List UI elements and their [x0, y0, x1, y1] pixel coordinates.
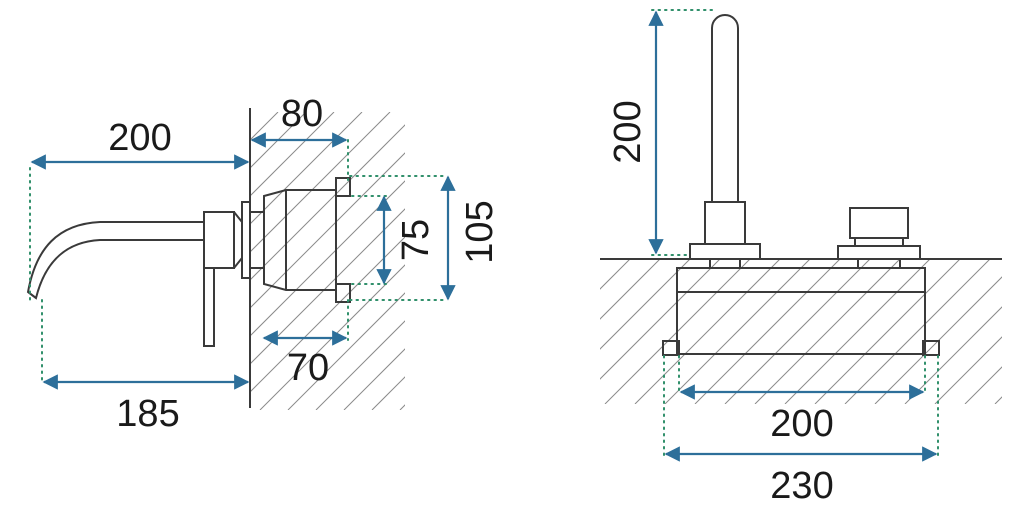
handle-stem [857, 258, 901, 269]
box-tab-bottom [335, 283, 351, 303]
wall-hatch-line [250, 208, 405, 365]
wall-hatch-line [250, 112, 335, 197]
spout-flange [689, 243, 761, 260]
floor-hatch-line [934, 336, 1002, 404]
floor-hatch-line [664, 259, 811, 404]
label-box-depth: 80 [281, 93, 323, 135]
side-view: 200 80 75 105 70 185 [26, 93, 978, 435]
front-embedded-box [676, 267, 926, 355]
handle-body [203, 211, 235, 269]
floor-hatch-line [600, 259, 721, 380]
box-tab-right [922, 340, 940, 356]
floor-hatch-line [600, 259, 601, 260]
wall-hatch-line [250, 112, 391, 253]
escutcheon [241, 201, 251, 279]
floor-hatch-line [964, 366, 1002, 404]
wall-hatch-line [343, 348, 405, 410]
floor-hatch-line [600, 259, 661, 320]
floor-hatch-line [874, 276, 1002, 404]
label-box-depth-inner: 70 [287, 347, 329, 389]
wall-hatch-line [250, 124, 405, 281]
label-spout-length: 200 [108, 117, 171, 159]
label-spout-height: 200 [607, 100, 649, 163]
wall-hatch-line [250, 112, 307, 169]
handle-cap [233, 211, 243, 269]
floor-hatch-line [994, 396, 1002, 404]
label-box-height-inner: 75 [395, 219, 437, 261]
wall-hatch-line [250, 180, 405, 337]
handle-ring [854, 237, 904, 247]
wall-hatch-line [680, 112, 978, 410]
front-view: 200 200 230 [600, 9, 1002, 507]
wall-hatch-line [512, 112, 810, 410]
floor-hatch-line [754, 259, 901, 404]
wall-hatch-line [315, 320, 405, 410]
lever [203, 267, 215, 347]
wall-hatch-line [399, 404, 405, 410]
spout-stem [709, 258, 741, 269]
label-box-width-inner: 200 [770, 403, 833, 445]
floor-hatch-line [600, 259, 631, 290]
wall-hatch-line [250, 152, 405, 309]
label-box-width-outer: 230 [770, 465, 833, 507]
spout [26, 221, 205, 300]
front-dimension-arrows [648, 10, 938, 462]
handle-flange [837, 245, 921, 260]
box-tab-left [662, 340, 680, 356]
wall-hatch-line [624, 112, 922, 410]
floor-hatch-line [844, 259, 991, 404]
floor-hatch-line [784, 259, 931, 404]
side-extension-lines [29, 139, 447, 385]
spout-base [704, 201, 746, 245]
box-tab-top [335, 177, 351, 197]
handle-knob [849, 207, 909, 239]
floor-hatch-line [600, 259, 691, 350]
label-spout-reach: 185 [116, 393, 179, 435]
floor-hatch-line [904, 306, 1002, 404]
floor-hatch-line [724, 259, 871, 404]
floor-hatch-line [634, 259, 781, 404]
wall-hatch-line [250, 112, 363, 225]
vertical-spout [711, 14, 739, 202]
side-dimension-arrows [30, 132, 456, 390]
front-extension-lines [651, 9, 939, 457]
label-box-height-outer: 105 [459, 200, 501, 263]
floor-hatching [600, 258, 1002, 404]
floor-hatch-line [694, 259, 841, 404]
wall-hatch-line [259, 264, 405, 410]
wall-hatch-line [287, 292, 405, 410]
wall-hatch-line [652, 112, 950, 410]
floor-hatch-line [814, 259, 961, 404]
